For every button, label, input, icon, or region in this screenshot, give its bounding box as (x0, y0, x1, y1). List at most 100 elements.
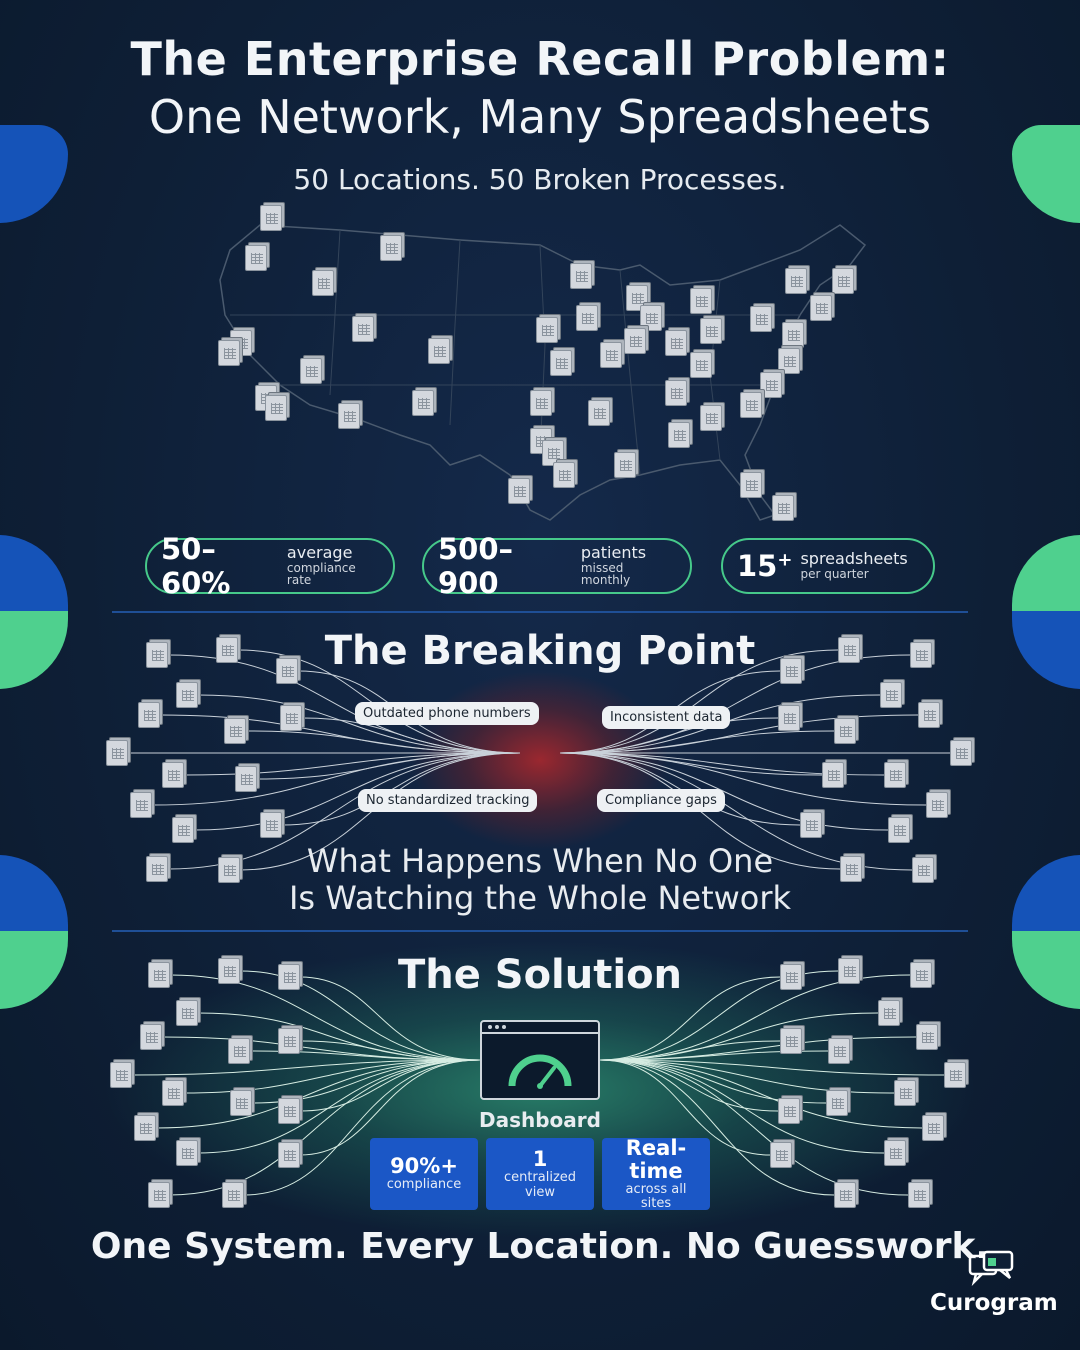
spreadsheet-icon (140, 1024, 162, 1050)
spreadsheet-icon (750, 306, 772, 332)
spreadsheet-icon (162, 762, 184, 788)
connector-line (151, 752, 521, 806)
spreadsheet-icon (260, 205, 282, 231)
connector-line (299, 1059, 481, 1156)
connector-line (599, 1059, 779, 1112)
spreadsheet-icon (536, 317, 558, 343)
connector-line (197, 1059, 481, 1154)
spreadsheet-icon (550, 350, 572, 376)
spreadsheet-icon (826, 1090, 848, 1116)
spreadsheet-icon (312, 270, 334, 296)
connector-line (599, 1059, 885, 1154)
side-tab-right-mid-top (1012, 535, 1080, 613)
spreadsheet-icon (810, 295, 832, 321)
connector-line (559, 752, 927, 806)
spreadsheet-icon (230, 1090, 252, 1116)
spreadsheet-icon (176, 682, 198, 708)
stat-label: average (286, 543, 353, 562)
dashboard-window (480, 1020, 600, 1100)
spreadsheet-icon (218, 857, 240, 883)
connector-line (237, 649, 521, 754)
spreadsheet-icon (800, 812, 822, 838)
spreadsheet-icon (300, 358, 322, 384)
stat-number: 15 (737, 549, 778, 583)
connector-line (599, 1040, 781, 1061)
page-title-line2: One Network, Many Spreadsheets (148, 90, 932, 144)
spreadsheet-icon (910, 642, 932, 668)
divider-top (112, 611, 968, 613)
spreadsheet-icon (778, 348, 800, 374)
connector-line (301, 717, 521, 754)
connector-line (299, 976, 481, 1061)
side-tab-left-mid-top (0, 535, 68, 613)
connector-line (155, 1059, 481, 1129)
metric-realtime: Real-time across all sites (602, 1136, 710, 1211)
spreadsheet-icon (276, 658, 298, 684)
spreadsheet-icon (884, 1140, 906, 1166)
spreadsheet-icon (778, 705, 800, 731)
stat-sublabel: per quarter (800, 567, 869, 582)
spreadsheet-icon (600, 342, 622, 368)
spreadsheet-icon (690, 352, 712, 378)
spreadsheet-icon (894, 1080, 916, 1106)
spreadsheet-icon (130, 792, 152, 818)
connector-line (239, 970, 481, 1061)
metric-label: across all (625, 1181, 687, 1197)
window-dot (488, 1025, 492, 1029)
spreadsheet-icon (912, 857, 934, 883)
spreadsheet-icon (570, 263, 592, 289)
spreadsheet-icon (838, 637, 860, 663)
tag-outdated-phone: Outdated phone numbers (355, 702, 539, 725)
spreadsheet-icon (106, 740, 128, 766)
spreadsheet-icon (840, 856, 862, 882)
spreadsheet-icon (428, 338, 450, 364)
stat-value: 50–60% (161, 532, 231, 600)
connector-line (599, 1059, 771, 1156)
breaking-caption: What Happens When No One Is Watching the… (0, 843, 1080, 917)
tag-no-tracking: No standardized tracking (358, 789, 538, 812)
chat-bubbles-icon (968, 1250, 1014, 1286)
spreadsheet-icon (508, 478, 530, 504)
spreadsheet-icon (822, 762, 844, 788)
window-dot (502, 1025, 506, 1029)
spreadsheet-icon (228, 1038, 250, 1064)
spreadsheet-icon (235, 766, 257, 792)
spreadsheet-icon (245, 245, 267, 271)
spreadsheet-icon (640, 305, 662, 331)
breaking-point-title: The Breaking Point (324, 628, 756, 674)
stat-value: 15+ (737, 549, 792, 583)
spreadsheet-icon (224, 718, 246, 744)
connector-line (193, 752, 521, 831)
spreadsheet-icon (265, 395, 287, 421)
connector-line (169, 1059, 481, 1196)
spreadsheet-icon (138, 702, 160, 728)
spreadsheet-icon (278, 964, 300, 990)
connector-line (245, 730, 521, 754)
spreadsheet-icon (576, 305, 598, 331)
window-dot (495, 1025, 499, 1029)
spreadsheet-icon (588, 400, 610, 426)
solution-title: The Solution (397, 952, 683, 998)
spreadsheet-icon (780, 658, 802, 684)
stat-sublabel: compliance rate (286, 560, 356, 588)
connector-line (599, 1036, 917, 1061)
page-title: The Enterprise Recall Problem: (130, 32, 950, 86)
spreadsheet-icon (690, 288, 712, 314)
spreadsheet-icon (668, 422, 690, 448)
connector-line (251, 1059, 481, 1104)
spreadsheet-icon (665, 380, 687, 406)
spreadsheet-icon (780, 1028, 802, 1054)
spreadsheet-icon (110, 1062, 132, 1088)
spreadsheet-icon (218, 958, 240, 984)
spreadsheet-icon (910, 962, 932, 988)
spreadsheet-icon (148, 962, 170, 988)
spreadsheet-icon (146, 642, 168, 668)
spreadsheet-icon (222, 1182, 244, 1208)
connector-line (243, 1059, 481, 1196)
spreadsheet-icon (828, 1038, 850, 1064)
spreadsheet-icon (700, 405, 722, 431)
spreadsheet-icon (884, 762, 906, 788)
spreadsheet-icon (665, 330, 687, 356)
